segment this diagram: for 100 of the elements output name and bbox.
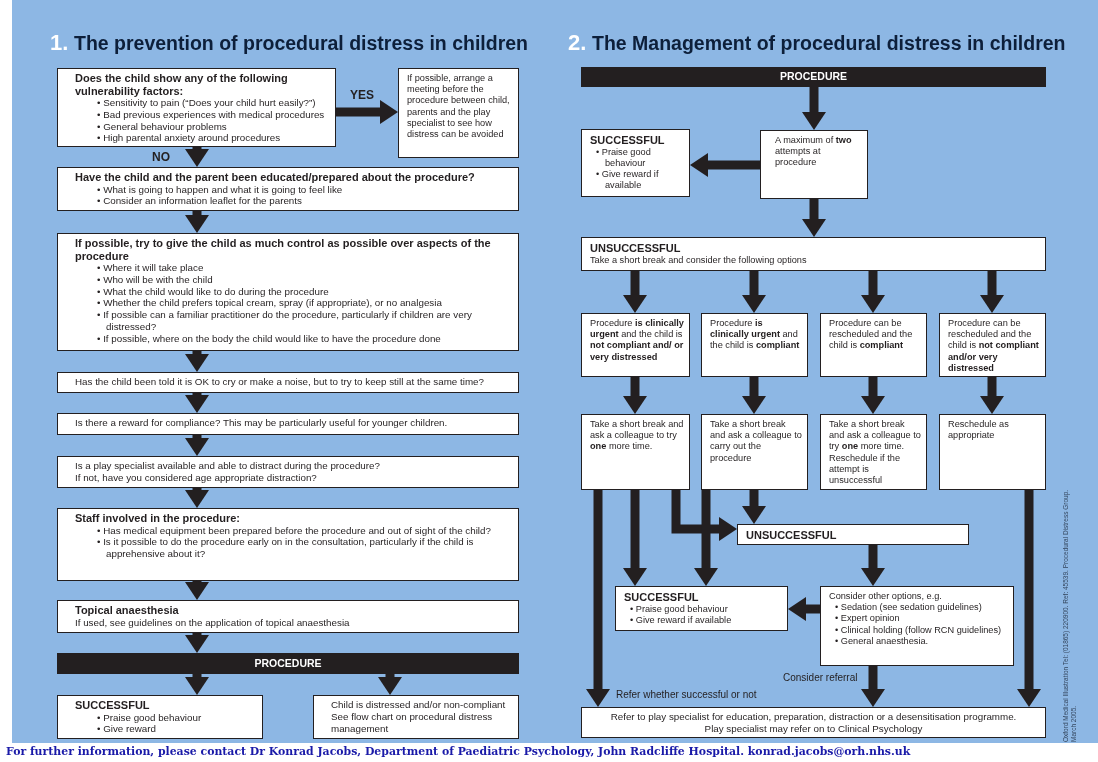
body-text: Has the child been told it is OK to cry or make a noise, but to try to keep still at the same time? [75,376,485,388]
body-text: Procedure can be rescheduled and the child is compliant [829,318,914,352]
body-text: Take a short break and ask a colleague to try one more time. Reschedule if the attempt is unsuccessful [829,419,922,487]
branch-label: NO [152,150,170,164]
arrow [861,666,885,707]
process-box [760,130,868,199]
process-box [57,508,519,581]
bullet-text: • Praise good behaviour [97,711,203,724]
action-box [701,414,808,490]
condition-box [701,313,808,377]
bullet-text: • What is going to happen and what it is going to feel like [97,183,344,196]
body-text: Procedure can be rescheduled and the child is not compliant and/or very distressed [948,318,1040,374]
arrow [185,351,209,372]
body-text: If not, have you considered age appropriate distraction? [75,471,318,484]
heading-text: Staff involved in the procedure: [75,512,242,525]
bullet-text: • General anaesthesia. [835,635,930,647]
bullet-text: • Give reward [97,723,157,736]
arrow [185,581,209,600]
arrow [802,87,826,130]
arrow [185,435,209,456]
branch-label: YES [350,88,374,102]
action-box [820,414,927,490]
section-number: 2. [568,30,587,56]
question-box [57,68,336,147]
heading-text: SUCCESSFUL [75,699,151,712]
body-text: A maximum of two attempts at procedure [775,135,853,169]
arrow [742,271,766,313]
arrow [1017,490,1041,707]
bullet-text: • Praise good behaviour [596,146,652,169]
process-box [398,68,519,158]
heading-text: Topical anaesthesia [75,604,180,617]
bullet-text: • What the child would like to do during the procedure [97,285,330,298]
action-box [939,414,1046,490]
arrow [185,147,209,167]
bullet-text: • Clinical holding (follow RCN guidelines) [835,624,1003,636]
question-box [57,167,519,211]
body-text: Is there a reward for compliance? This may be particularly useful for younger children. [75,417,449,429]
body-text: Child is distressed and/or non-compliant [331,699,507,711]
bullet-text: • If possible, where on the body the child would like to have the procedure done [97,332,442,345]
procedure-bar [57,653,519,674]
arrow [861,271,885,313]
question-box [57,456,519,488]
arrow [690,153,760,177]
bullet-text: • Consider an information leaflet for the parents [97,195,303,208]
process-box [57,233,519,351]
arrow [185,674,209,695]
outcome-box [581,129,690,197]
bullet-text: • Give reward if available [596,168,660,192]
footer-text: For further information, please contact Dr Konrad Jacobs, Department of Paediatric Psychology, John Radcliffe Hospital. konrad.jacobs@orh.nhs.uk [6,745,911,758]
bullet-text: • Expert opinion [835,613,901,625]
bar-label: PROCEDURE [779,71,848,83]
arrow [586,490,610,707]
section-number: 1. [50,30,69,56]
arrow [336,100,398,124]
heading-text: SUCCESSFUL [624,591,700,604]
body-text: If possible, arrange a meeting before the procedure between child, parents and the play specialist to see how distress can be avoided [407,73,511,141]
body-text: Take a short break and ask a colleague to try one more time. [590,419,685,453]
arrow [742,490,766,524]
bullet-text: • Bad previous experiences with medical procedures [97,108,326,121]
condition-box [939,313,1046,377]
bullet-text: • High parental anxiety around procedures [97,132,282,145]
arrow [861,545,885,586]
body-text: Reschedule as appropriate [948,419,1010,442]
arrow [185,393,209,413]
arrow [980,271,1004,313]
body-text: See flow chart on procedural distress management [331,710,494,735]
edge-label: Consider referral [783,672,858,683]
outcome-box [313,695,519,739]
question-box [57,372,519,393]
section-title: The prevention of procedural distress in children [74,32,528,55]
heading-text: Does the child show any of the following vulnerability factors: [75,72,289,97]
heading-text: Have the child and the parent been educated/prepared about the procedure? [75,171,476,184]
bullet-text: • Is it possible to do the procedure early on in the consultation, particularly if the child is apprehensive about it? [97,536,475,560]
bullet-text: • Praise good behaviour [630,603,729,615]
outcome-box [737,524,969,545]
question-box [57,413,519,435]
arrow [802,199,826,237]
arrow [185,633,209,653]
arrow [861,377,885,414]
process-box [820,586,1014,666]
body-text: If used, see guidelines on the application of topical anaesthesia [75,616,351,629]
bullet-text: • Sedation (see sedation guidelines) [835,602,983,614]
outcome-box [615,586,788,631]
arrow [185,488,209,508]
arrow [980,377,1004,414]
heading-text: UNSUCCESSFUL [746,529,838,542]
body-text: Take a short break and consider the following options [590,254,808,266]
condition-box [581,313,690,377]
arrow [623,490,647,586]
bullet-text: • If possible can a familiar practitioner do the procedure, particularly if children are very distressed? [97,309,473,333]
body-text: Consider other options, e.g. [829,591,943,603]
bullet-text: • Sensitivity to pain (“Does your child hurt easily?”) [97,97,317,109]
bullet-text: • Whether the child prefers topical cream, spray (if appropriate), or no analgesia [97,297,443,310]
body-text: Procedure is clinically urgent and the child is compliant [710,318,801,352]
bullet-text: • Where it will take place [97,262,205,274]
arrow [185,211,209,233]
procedure-bar [581,67,1046,87]
outcome-box [581,237,1046,271]
bullet-text: • General behaviour problems [97,120,228,133]
arrow [623,271,647,313]
